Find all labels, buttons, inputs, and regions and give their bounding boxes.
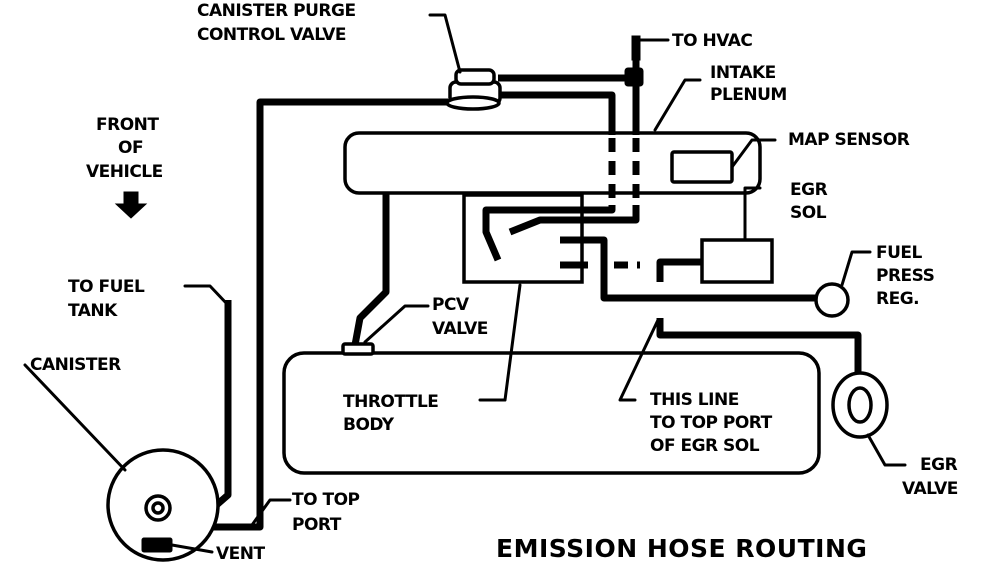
leader-intake	[653, 78, 702, 132]
label-to-fuel: TO FUEL	[68, 277, 145, 297]
label-plenum: PLENUM	[710, 85, 787, 105]
label-map-sensor: MAP SENSOR	[788, 130, 910, 150]
leader-to-top	[250, 498, 292, 527]
leader-this-line	[618, 318, 660, 402]
hvac-tee	[624, 67, 644, 87]
hvac-tee-top	[631, 35, 641, 61]
block-hose-1	[482, 205, 616, 262]
map-sensor	[670, 150, 734, 184]
label-fuel: FUEL	[876, 243, 923, 263]
label-egr-valve-1: EGR	[920, 455, 958, 475]
label-this-line: THIS LINE	[650, 390, 739, 410]
label-valve: VALVE	[432, 319, 488, 339]
egr-solenoid	[700, 238, 774, 284]
front-arrow-icon	[114, 191, 148, 219]
label-egr-sol-1: EGR	[790, 180, 828, 200]
label-vent: VENT	[216, 544, 265, 564]
vent-port	[141, 537, 173, 553]
leader-purge	[428, 13, 462, 74]
label-front: FRONT	[96, 115, 159, 135]
diagram-title: EMISSION HOSE ROUTING	[496, 534, 867, 563]
label-control-valve: CONTROL VALVE	[197, 25, 346, 45]
fuel-pressure-regulator	[814, 282, 850, 318]
label-to-hvac: TO HVAC	[672, 31, 752, 51]
label-of: OF	[118, 138, 143, 158]
leader-fuel-press	[840, 250, 872, 287]
leader-fuel-tank	[183, 284, 230, 307]
leader-throttle	[478, 283, 522, 402]
egr-valve-inner	[847, 386, 873, 424]
leader-canister	[23, 363, 127, 472]
purge-valve-base	[445, 95, 501, 111]
label-body: BODY	[343, 415, 395, 435]
leader-vent	[170, 543, 214, 554]
label-vehicle: VEHICLE	[86, 162, 163, 182]
block-hose-2	[508, 205, 640, 236]
label-intake: INTAKE	[710, 63, 776, 83]
port-hose-upper	[560, 236, 818, 302]
label-of-egr-sol: OF EGR SOL	[650, 436, 760, 456]
leader-pcv	[363, 304, 430, 344]
label-canister-purge: CANISTER PURGE	[197, 1, 356, 21]
purge-hose-right	[498, 91, 616, 135]
leader-egr-valve	[866, 433, 907, 467]
leader-egr-sol	[743, 186, 762, 242]
pcv-valve	[341, 342, 375, 356]
label-egr-sol-2: SOL	[790, 203, 827, 223]
throttle-body	[282, 351, 821, 475]
label-press: PRESS	[876, 266, 934, 286]
leader-map	[730, 138, 777, 169]
canister-port-inner	[151, 501, 165, 515]
label-port: PORT	[292, 515, 342, 535]
label-egr-valve-2: VALVE	[902, 479, 958, 499]
label-throttle: THROTTLE	[343, 392, 438, 412]
label-tank: TANK	[68, 301, 118, 321]
egr-valve-hose	[656, 318, 862, 375]
label-to-top: TO TOP	[292, 490, 360, 510]
label-canister: CANISTER	[30, 355, 121, 375]
label-to-top-port: TO TOP PORT	[650, 413, 773, 433]
purge-valve-cap	[454, 68, 496, 86]
label-pcv: PCV	[432, 295, 470, 315]
plenum-to-throttle-hose	[351, 193, 390, 346]
label-reg: REG.	[876, 289, 919, 309]
intake-plenum	[343, 131, 762, 195]
egr-sol-hose	[656, 258, 702, 282]
